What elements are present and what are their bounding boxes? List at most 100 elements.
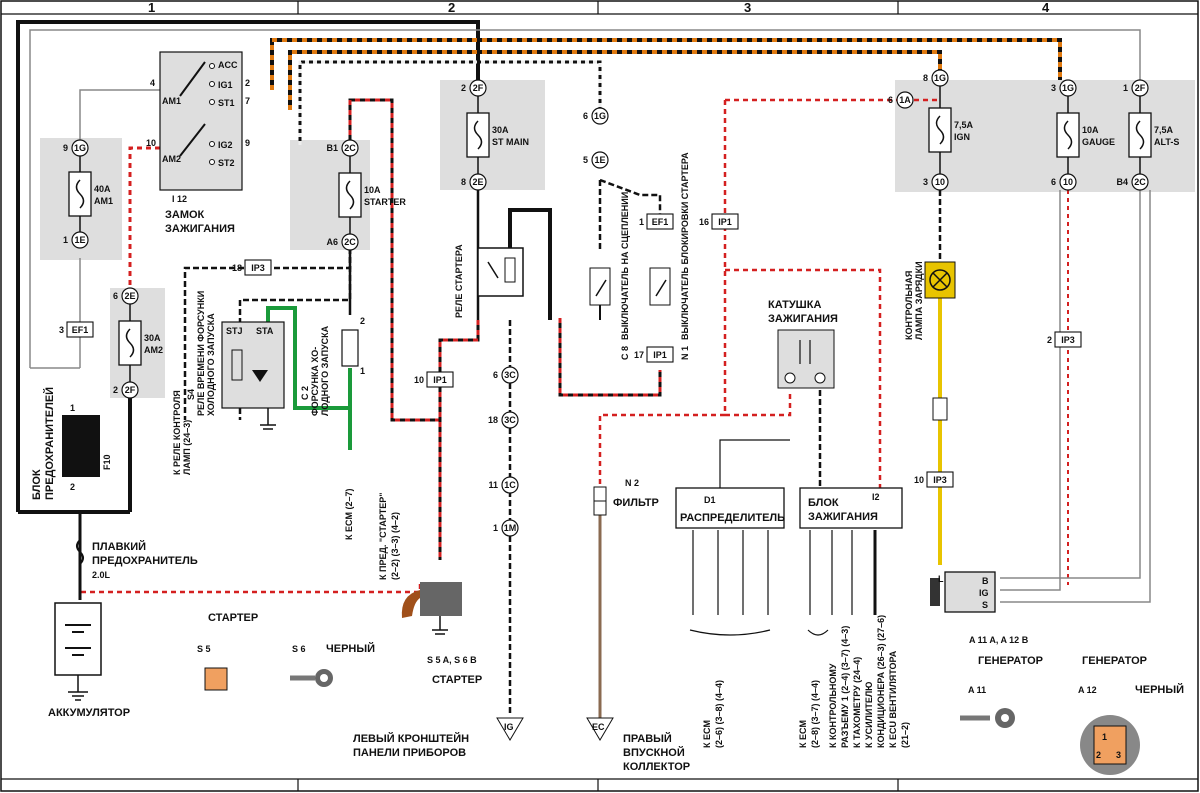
starter-s6-code: S 6 (292, 644, 306, 654)
connector-circle (501, 519, 519, 537)
connector-pin: 18 (232, 263, 242, 273)
generator-title: ГЕНЕРАТОР (1082, 655, 1147, 667)
lock-switch (649, 267, 671, 306)
connector-circle (501, 411, 519, 429)
left-bracket-label-1: ЛЕВЫЙ КРОНШТЕЙН (353, 732, 469, 745)
gen-term-l: L (938, 574, 944, 584)
fuse-amp: 30A (144, 333, 161, 343)
lock-switch-label: ВЫКЛЮЧАТЕЛЬ БЛОКИРОВКИ СТАРТЕРА (680, 152, 690, 340)
label-to-tacho: К ТАХОМЕТРУ (24–4) (852, 657, 862, 748)
fuse-top-connector-label: 1G (74, 143, 86, 153)
fuse-top-pin: 9 (63, 143, 68, 153)
zone-4-label: 4 (1042, 0, 1050, 15)
gen-term-b: B (982, 576, 989, 586)
ground-ig: IG (496, 717, 524, 741)
connector-circle-label: 1C (504, 480, 516, 490)
fuse-amp: 7,5A (1154, 125, 1174, 135)
connector-circle-label: 1M (504, 523, 517, 533)
fuse-bottom-connector-label: 2C (1134, 177, 1146, 187)
igniter-box (799, 487, 903, 529)
label-to-ecm-dist-2: (2–6) (3–8) (4–4) (714, 680, 724, 748)
a12-black-label: ЧЕРНЫЙ (1135, 683, 1184, 696)
f10-pin-2: 2 (70, 482, 75, 492)
coil-title-2: ЗАЖИГАНИЯ (768, 313, 838, 325)
connectors: EF13EF11IP318IP32IP310IP110IP116IP1171G6… (59, 91, 1082, 537)
fuse-top-connector-label: 1G (934, 73, 946, 83)
connector-tag (711, 213, 739, 230)
fuse-element (1135, 120, 1145, 150)
starter-label: СТАРТЕР (432, 674, 482, 686)
fuse-element (1063, 120, 1073, 150)
generator-label: ГЕНЕРАТОР (978, 655, 1043, 667)
fuse-top-connector-label: 2C (344, 143, 356, 153)
fuse-bottom-connector-label: 2E (472, 177, 483, 187)
fusible-link-label-2: ПРЕДОХРАНИТЕЛЬ (92, 555, 198, 567)
starter-title: СТАРТЕР (208, 612, 258, 624)
label-to-amp-2: КОНДИЦИОНЕРА (26–3) (27–6) (876, 615, 886, 748)
igniter-title-2: ЗАЖИГАНИЯ (808, 511, 878, 523)
fuse-bottom-pin: 6 (1051, 177, 1056, 187)
a11-label: A 11 (968, 685, 986, 695)
coil-title-1: КАТУШКА (768, 299, 821, 311)
connector-circle-label: 1G (594, 111, 606, 121)
s5-connector (204, 667, 228, 691)
fuse-name: GAUGE (1082, 137, 1115, 147)
connector-circle-label: 3C (504, 415, 516, 425)
connector-tag-label: EF1 (652, 217, 669, 227)
starter-s5-code: S 5 (197, 644, 211, 654)
clutch-switch-label: ВЫКЛЮЧАТЕЛЬ НА СЦЕПЛЕНИИ (620, 192, 630, 340)
connector-pin: 18 (488, 415, 498, 425)
svg-text:EC: EC (592, 722, 605, 732)
a12-label: A 12 (1078, 685, 1097, 695)
ground-ec: EC (586, 717, 614, 741)
fuse-name: STARTER (364, 197, 406, 207)
fuse-top-pin: 3 (1051, 83, 1056, 93)
zone-1-label: 1 (148, 0, 155, 15)
starter-relay-label: РЕЛЕ СТАРТЕРА (454, 244, 464, 318)
right-manifold-label-1: ПРАВЫЙ (623, 732, 672, 745)
fuse-amp: 30A (492, 125, 509, 135)
filter-label: ФИЛЬТР (613, 497, 659, 509)
a12-connector: 1 2 3 (1080, 715, 1140, 775)
label-to-fuse-2: (2–2) (3–3) (4–2) (390, 512, 400, 580)
connector-tag-label: EF1 (72, 325, 89, 335)
term-st1: ST1 (218, 98, 235, 108)
gen-term-s: S (982, 600, 988, 610)
label-to-ecm-ign-2: (2–8) (3–7) (4–4) (810, 680, 820, 748)
generator (944, 571, 996, 613)
cold-start-injector (341, 329, 359, 367)
ignition-switch-title-1: ЗАМОК (165, 209, 205, 221)
distributor-code: D1 (704, 495, 716, 505)
connector-pin: 6 (493, 370, 498, 380)
connector-circle-label: 3C (504, 370, 516, 380)
connector-circle (896, 91, 914, 109)
label-to-ecm-dist: К ECM (702, 720, 712, 748)
term-ig2: IG2 (218, 140, 233, 150)
pin-2: 2 (245, 78, 250, 88)
fuse-bottom-pin: 3 (923, 177, 928, 187)
f10-code: F10 (102, 454, 112, 470)
label-to-ecm-ign: К ECM (798, 720, 808, 748)
connector-tag-label: IP1 (653, 350, 667, 360)
a11-terminal (960, 708, 1015, 728)
fuse-top-pin: 1 (1123, 83, 1128, 93)
injector-label-2: ЛОДНОГО ЗАПУСКА (320, 325, 330, 416)
svg-text:IG: IG (504, 722, 514, 732)
label-to-lamp-relay-2: ЛАМП (24–3) (182, 420, 192, 475)
fuse-bottom-connector-label: 10 (1063, 177, 1073, 187)
fuse-top-pin: 8 (923, 73, 928, 83)
charge-lamp-label-1: КОНТРОЛЬНАЯ (904, 271, 914, 340)
injector-label-1: ФОРСУНКА ХО- (310, 347, 320, 416)
connector-pin: 6 (888, 95, 893, 105)
connector-c3c-a: 3C 6 (493, 366, 519, 384)
